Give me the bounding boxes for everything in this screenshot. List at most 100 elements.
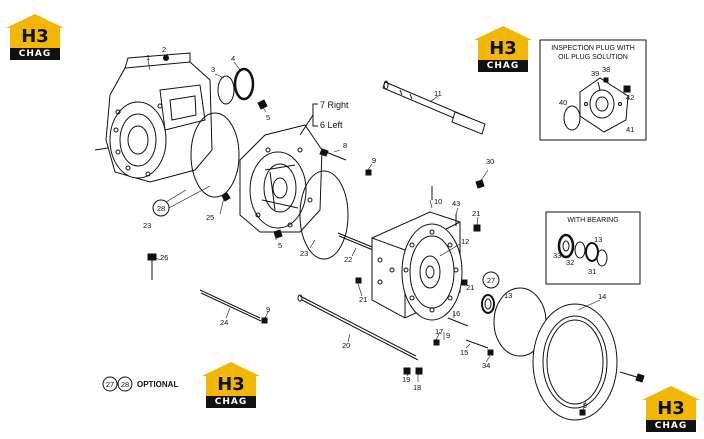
housing-part-1	[94, 52, 213, 183]
callout-31: 31	[588, 267, 596, 276]
bolt-part-15	[465, 339, 489, 349]
optional-num-27: 27	[106, 380, 114, 389]
ring-gear-part-14	[532, 303, 618, 421]
logo-letters: H3	[206, 374, 256, 396]
logo-roof	[642, 386, 700, 400]
seal-part-13-inset	[585, 242, 599, 262]
seal-ring-part-3	[217, 75, 235, 105]
logo-plate: CHAG	[206, 396, 256, 408]
callout-25: 25	[206, 213, 214, 222]
callout-15: 15	[460, 348, 468, 357]
callout-13-a: 13	[504, 291, 512, 300]
inset-inspection-title-2: OIL PLUG SOLUTION	[558, 54, 628, 61]
optional-label: OPTIONAL	[137, 380, 178, 389]
label-7-right: 7 Right	[320, 100, 349, 110]
callout-14: 14	[598, 292, 606, 301]
nut-part-9-bottom	[579, 409, 586, 416]
brake-drum-assembly	[239, 124, 323, 233]
callout-43: 43	[452, 199, 460, 208]
callout-41: 41	[626, 125, 634, 134]
logo-roof	[474, 26, 532, 40]
side-bracket	[312, 103, 318, 127]
callout-18: 18	[413, 383, 421, 392]
callout-17: 17	[435, 327, 443, 336]
callout-13-b: 13	[594, 235, 602, 244]
bolt-part-5-bottom	[273, 229, 283, 239]
optional-num-28: 28	[121, 380, 129, 389]
callout-12: 12	[461, 237, 469, 246]
callout-1: 1	[146, 53, 150, 62]
circled-callout-27	[482, 271, 500, 289]
breather-part-26	[147, 253, 157, 280]
circled-text-28: 28	[157, 204, 165, 213]
callout-20: 20	[342, 341, 350, 350]
inset-bearing-box	[545, 211, 641, 285]
callout-22: 22	[344, 255, 352, 264]
callout-9-d: 9	[583, 401, 587, 410]
oring-part-40	[563, 105, 581, 131]
flange-part-12	[401, 223, 463, 321]
callout-39: 39	[591, 69, 599, 78]
rod-part-24	[199, 289, 262, 322]
callout-5-bottom: 5	[278, 241, 282, 250]
logo-letters: H3	[478, 38, 528, 60]
inset-bearing-title: WITH BEARING	[567, 217, 618, 224]
bolt-part-16	[447, 317, 469, 327]
callout-2: 2	[162, 45, 166, 54]
callout-9-c: 9	[446, 331, 450, 340]
callout-33: 33	[553, 251, 561, 260]
callout-40: 40	[559, 98, 567, 107]
bearing-part-33	[557, 233, 575, 259]
callout-10: 10	[434, 197, 442, 206]
callout-4: 4	[231, 54, 235, 63]
bolt-part-39	[597, 81, 601, 91]
callout-8: 8	[343, 141, 347, 150]
label-6-left: 6 Left	[320, 120, 343, 130]
nut-part-30	[475, 179, 485, 189]
ring-part-31	[596, 249, 608, 267]
bearing-inner-33	[562, 240, 570, 252]
seal-part-13	[481, 294, 495, 314]
callout-9-b: 9	[266, 305, 270, 314]
nut-part-18	[415, 367, 423, 375]
callout-34: 34	[482, 361, 490, 370]
optional-circle-27	[102, 376, 118, 392]
part-callouts: 1 2 3 4 5 5 8 9 9 9 9 10 11 12 13 13 14 …	[143, 45, 634, 410]
ring-part-32	[574, 241, 586, 259]
circled-text-27: 27	[487, 276, 495, 285]
nut-part-19	[403, 367, 411, 375]
logo-letters: H3	[646, 398, 696, 420]
inset-inspection-title-1: INSPECTION PLUG WITH	[551, 45, 635, 52]
bolt-part-5-top	[257, 99, 268, 110]
nut-part-21-b	[355, 277, 362, 284]
seal-inner-13	[484, 298, 492, 310]
callout-38: 38	[602, 65, 610, 74]
optional-circle-28	[117, 376, 133, 392]
nut-part-21-c	[461, 279, 468, 286]
nut-part-21-a	[473, 224, 481, 232]
brand-logo-bottom-left: H3 CHAG	[202, 362, 260, 410]
gasket-part-23	[299, 170, 349, 260]
callout-19: 19	[402, 375, 410, 384]
shaft-part-11	[382, 80, 486, 135]
nut-part-34	[487, 349, 494, 356]
callout-42: 42	[626, 93, 634, 102]
logo-roof	[202, 362, 260, 376]
rod-part-20	[297, 294, 419, 361]
callout-23-a: 23	[143, 221, 151, 230]
gasket-ring	[190, 112, 240, 198]
logo-plate: CHAG	[646, 420, 696, 432]
nut-part-9-rod	[261, 317, 268, 324]
bolt-head-ring	[635, 373, 645, 383]
callout-26: 26	[160, 253, 168, 262]
callout-16: 16	[452, 309, 460, 318]
callout-3: 3	[211, 65, 215, 74]
callout-5-top: 5	[266, 113, 270, 122]
nut-part-17	[433, 339, 440, 346]
callout-9-a: 9	[372, 156, 376, 165]
stud-part-22	[337, 232, 374, 251]
callout-30: 30	[486, 157, 494, 166]
bolt-part-38	[603, 77, 609, 83]
circled-callout-28	[152, 199, 170, 217]
